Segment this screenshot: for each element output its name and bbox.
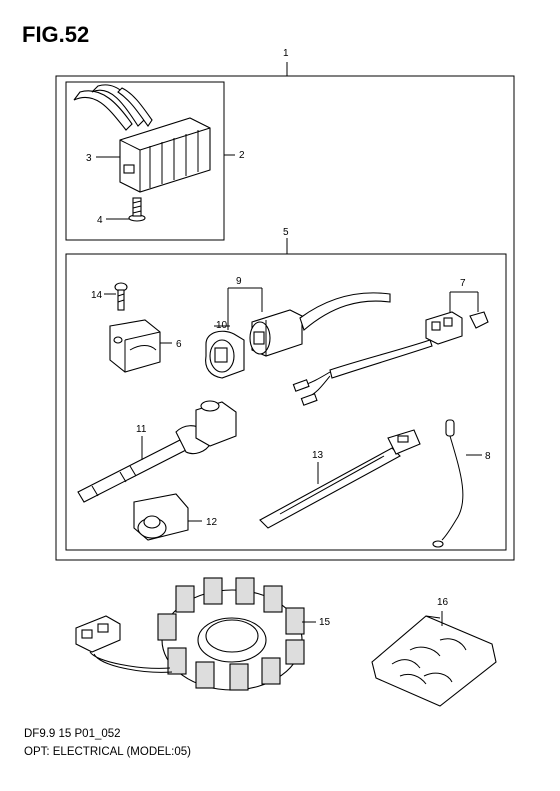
callout-10: 10 <box>216 320 228 331</box>
callout-14: 14 <box>91 290 103 301</box>
drawing-code: DF9.9 15 P01_052 <box>24 728 121 740</box>
callout-9: 9 <box>236 276 242 287</box>
connector-housing-male <box>249 309 303 357</box>
callout-1: 1 <box>283 48 289 59</box>
drawing-description: OPT: ELECTRICAL (MODEL:05) <box>24 746 192 758</box>
grommet <box>133 493 189 541</box>
clamp-screw <box>114 282 128 311</box>
rectifier-box <box>65 81 225 241</box>
cord-with-connector <box>77 400 237 503</box>
connector-set-frame <box>65 253 507 551</box>
callout-13: 13 <box>312 450 324 461</box>
callout-3: 3 <box>86 153 92 164</box>
cord-clamp <box>109 319 161 373</box>
stator-assembly <box>75 577 305 691</box>
connector-housing-female <box>205 330 245 379</box>
ground-wire <box>432 419 464 548</box>
connector-cable <box>299 292 391 331</box>
callout-2: 2 <box>239 150 245 161</box>
cable-tie <box>259 429 421 529</box>
callout-15: 15 <box>319 617 331 628</box>
callout-11: 11 <box>136 424 147 435</box>
callout-5: 5 <box>283 227 289 238</box>
callout-16: 16 <box>437 597 449 608</box>
callout-4: 4 <box>97 215 103 226</box>
callout-6: 6 <box>176 339 182 350</box>
figure-title: FIG.52 <box>22 22 90 47</box>
fuse-holder-harness <box>292 311 489 406</box>
callout-12: 12 <box>206 517 218 528</box>
rectifier-bolt <box>128 197 146 222</box>
callout-7: 7 <box>460 278 466 289</box>
parts-bag <box>371 615 497 707</box>
callout-8: 8 <box>485 451 491 462</box>
kit-frame <box>55 75 515 561</box>
rectifier-regulator <box>73 84 211 193</box>
